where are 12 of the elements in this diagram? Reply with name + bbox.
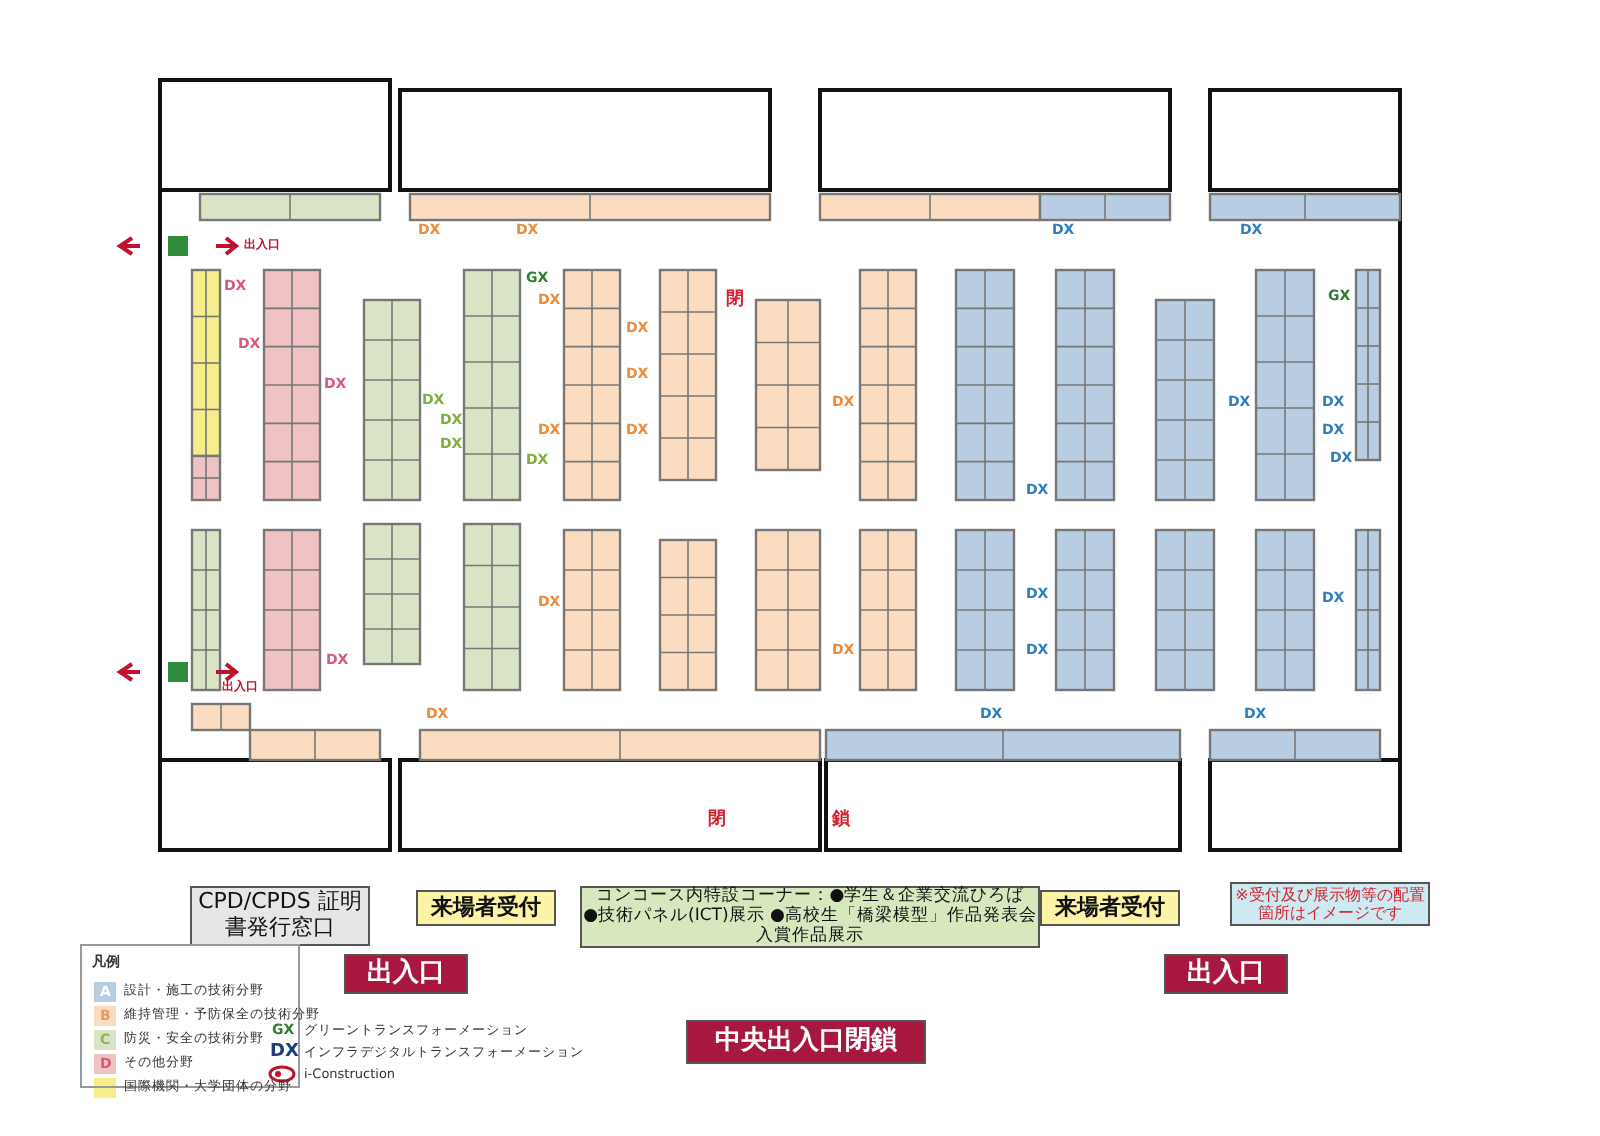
note-box: ※受付及び展示物等の配置箇所はイメージです [1230,882,1430,926]
reception-sign: 来場者受付 [416,890,556,926]
dx-mark: DX [270,1044,299,1062]
closed-label: 鎖 [832,812,850,830]
notice-board: コンコース内特設コーナー：●学生＆企業交流ひろば ●技術パネル(ICT)展示 ●高校生「橋梁模型」作品発表会入賞作品展示 [580,886,1040,949]
closure-sign: 中央出入口閉鎖 [686,1020,926,1064]
closed-label: 閉 [726,292,744,310]
booth-sign: CPD/CPDS 証明書発行窓口 [190,886,370,946]
reception-sign: 来場者受付 [1040,890,1180,926]
entrance-sign: 出入口 [344,954,468,994]
entrance-sign: 出入口 [1164,954,1288,994]
closed-label: 閉 [708,812,726,830]
